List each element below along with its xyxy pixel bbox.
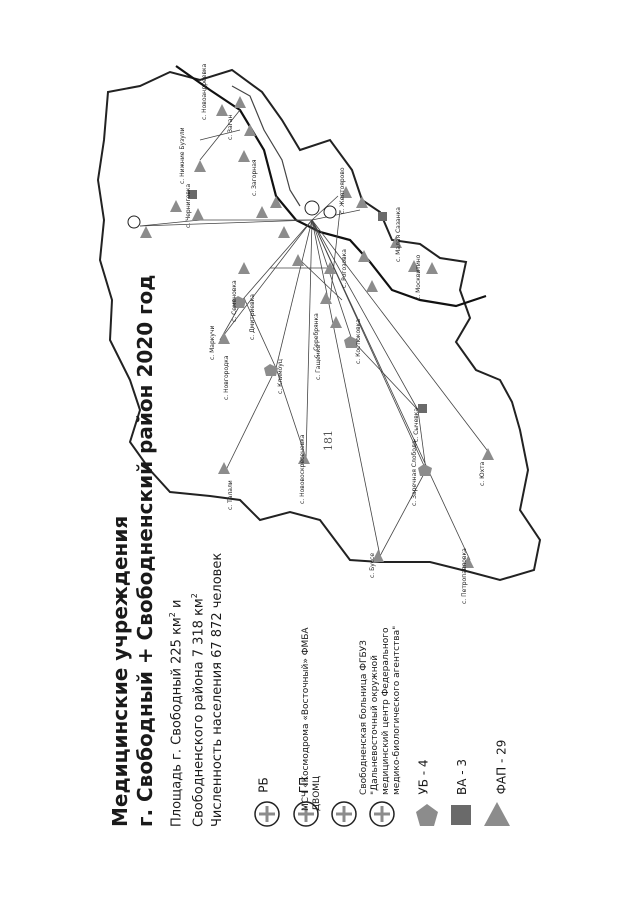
ub-marker [264, 364, 278, 376]
place-label: с. Серебрянка [313, 313, 320, 358]
fap-marker [140, 226, 152, 238]
place-labels: с. Новоандреевка с. Загорная с. Заган с.… [179, 63, 486, 604]
place-label: с. Рогозовка [341, 249, 348, 288]
fap-marker [390, 236, 402, 248]
rb-legend-label: РБ [256, 777, 271, 793]
fap-legend-label: ФАП - 29 [494, 739, 509, 795]
fap-marker [270, 196, 282, 208]
fap-marker [216, 104, 228, 116]
place-label: с. Талали [227, 480, 234, 510]
fap-marker [238, 150, 250, 162]
va-marker [378, 212, 387, 221]
fap-marker [234, 96, 246, 108]
ub-marker [418, 464, 432, 476]
ub-marker [232, 296, 246, 308]
va-legend-icon [451, 805, 471, 825]
ub-legend-label: УБ - 4 [416, 759, 431, 795]
place-label: с. Загорная [251, 159, 258, 196]
va-markers [188, 190, 427, 413]
place-label: с. Дмитриевка [249, 294, 256, 340]
va-legend-label: ВА - 3 [455, 758, 470, 796]
place-label: с. Малая Сазанка [395, 207, 402, 262]
gp-legend-icon [293, 801, 319, 827]
hospital-legend-icon [369, 801, 395, 827]
fap-marker [170, 200, 182, 212]
fap-marker [366, 280, 378, 292]
fap-marker [356, 196, 368, 208]
place-label: с. Черниговка [185, 183, 192, 228]
hospital-legend-label: Свободненская больница ФГБУЗ "Дальневост… [359, 625, 402, 795]
ub-markers [232, 296, 432, 476]
place-label: с. Новоандреевка [201, 63, 208, 120]
va-marker [188, 190, 197, 199]
connection-lines [139, 109, 491, 561]
fap-marker [218, 332, 230, 344]
place-label: с. Семеновка [231, 280, 238, 322]
fap-marker [462, 556, 474, 568]
fap-marker [358, 250, 370, 262]
facility-circles [127, 200, 337, 229]
place-label: с. Москвитино [415, 254, 422, 300]
place-label: с. Буссе [369, 553, 376, 578]
place-label: с. Желтоярово [339, 167, 346, 214]
fap-marker [372, 550, 384, 562]
ub-legend-icon [416, 804, 438, 826]
fap-markers [140, 96, 494, 568]
district-border [96, 68, 542, 582]
fap-legend-icon [484, 802, 510, 826]
msch-legend-icon [331, 801, 357, 827]
place-label: с. Гащенка [315, 345, 322, 380]
fap-marker [292, 254, 304, 266]
fap-marker [192, 208, 204, 220]
rb-legend-icon [254, 801, 280, 827]
place-label: с. Петропавловка [461, 548, 468, 604]
place-label: с. Костюковка [355, 319, 362, 364]
fap-marker [256, 206, 268, 218]
fap-marker [482, 448, 494, 460]
fap-marker [340, 186, 352, 198]
place-label: с. Климоуц [277, 359, 284, 394]
place-label: с. Маркучи [209, 326, 216, 360]
fap-marker [278, 226, 290, 238]
hospital-marker [323, 205, 337, 219]
place-label: с. Заган [227, 115, 234, 140]
fap-marker [320, 292, 332, 304]
fap-marker [244, 124, 256, 136]
rb-marker [304, 200, 320, 216]
fap-marker [238, 262, 250, 274]
place-label: с. Нижние Бузули [179, 127, 186, 184]
fap-marker [218, 462, 230, 474]
gp-marker [127, 215, 141, 229]
fap-marker [330, 316, 342, 328]
place-label: с. Юхта [479, 461, 486, 486]
place-label: с. Нововоскресеновка [299, 434, 306, 504]
fap-marker [194, 160, 206, 172]
river-tributary [231, 85, 301, 207]
place-label: с. Заречная Слобода [411, 440, 418, 506]
fap-marker [426, 262, 438, 274]
ub-marker [344, 336, 358, 348]
fap-marker [324, 262, 336, 274]
va-marker [418, 404, 427, 413]
msch-legend-label: МСЧ «Космодрома «Восточный» ФМБА ДВОМЦ [301, 627, 322, 811]
place-label: с. Новгородка [223, 355, 230, 400]
fap-marker [298, 452, 310, 464]
fap-marker [408, 260, 420, 272]
place-label: с. Сычевка [413, 408, 420, 442]
